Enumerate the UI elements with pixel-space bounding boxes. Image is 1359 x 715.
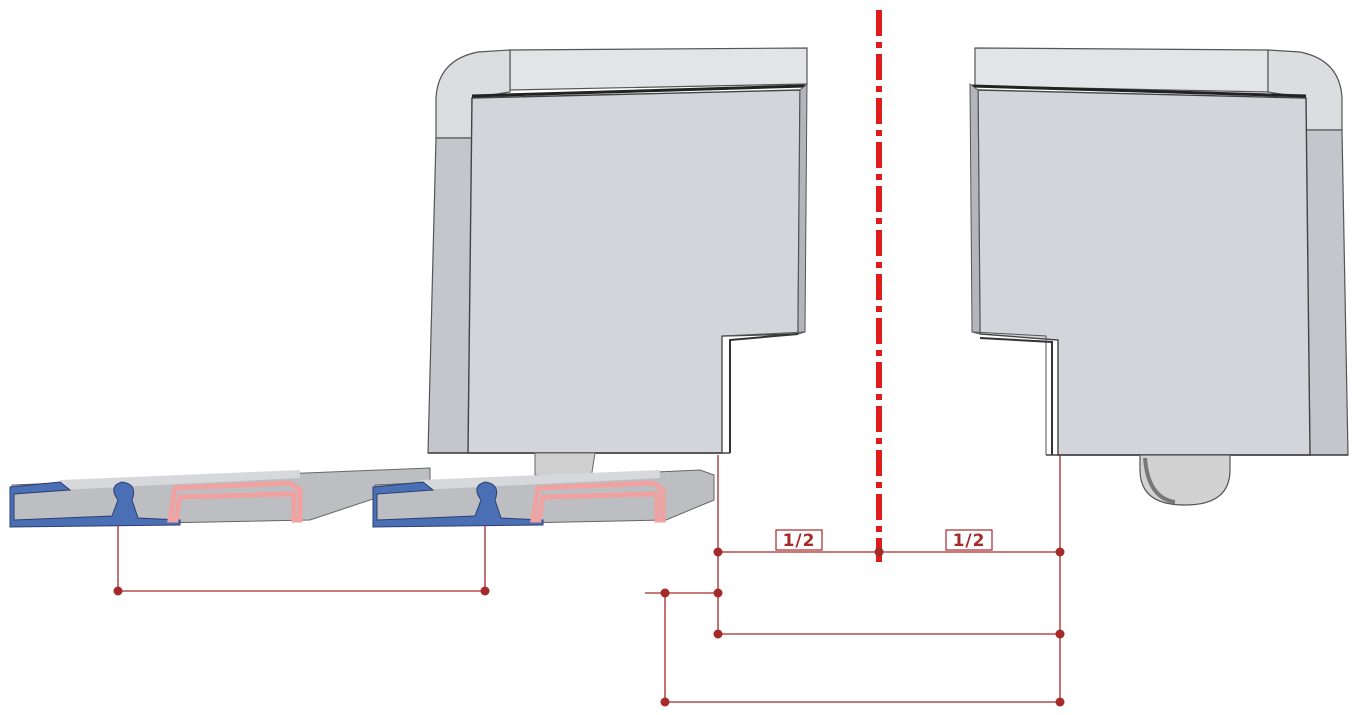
dim-label-half-right-text: 1/2 xyxy=(953,531,986,551)
dimension-lines xyxy=(117,455,1061,703)
right-cabinet-right-side xyxy=(1305,129,1349,456)
dim-label-half-right: 1/2 xyxy=(945,529,993,551)
left-cabinet-face xyxy=(467,89,801,454)
rail-profile-blue-right xyxy=(372,481,544,528)
floor-rails xyxy=(9,452,715,528)
dimension-dots xyxy=(113,547,1065,707)
dim-label-half-left-text: 1/2 xyxy=(783,531,816,551)
right-cabinet-left-edge xyxy=(969,82,981,335)
dim-label-half-left: 1/2 xyxy=(775,529,823,551)
right-cabinet-wheel xyxy=(1139,454,1231,506)
left-cabinet xyxy=(427,47,808,454)
right-cabinet-top-strip xyxy=(974,47,1269,93)
rail-profile-pink-right xyxy=(530,480,666,523)
right-cabinet xyxy=(969,47,1349,506)
left-cabinet-left-side xyxy=(427,137,473,454)
rail-profile-pink-left xyxy=(167,480,303,523)
rail-segment-left xyxy=(9,467,431,528)
rail-segment-right xyxy=(372,469,715,528)
left-cabinet-top-strip xyxy=(509,47,808,91)
right-cabinet-face xyxy=(977,89,1311,456)
rail-profile-blue-left xyxy=(9,481,181,528)
left-cabinet-right-edge xyxy=(797,82,808,335)
